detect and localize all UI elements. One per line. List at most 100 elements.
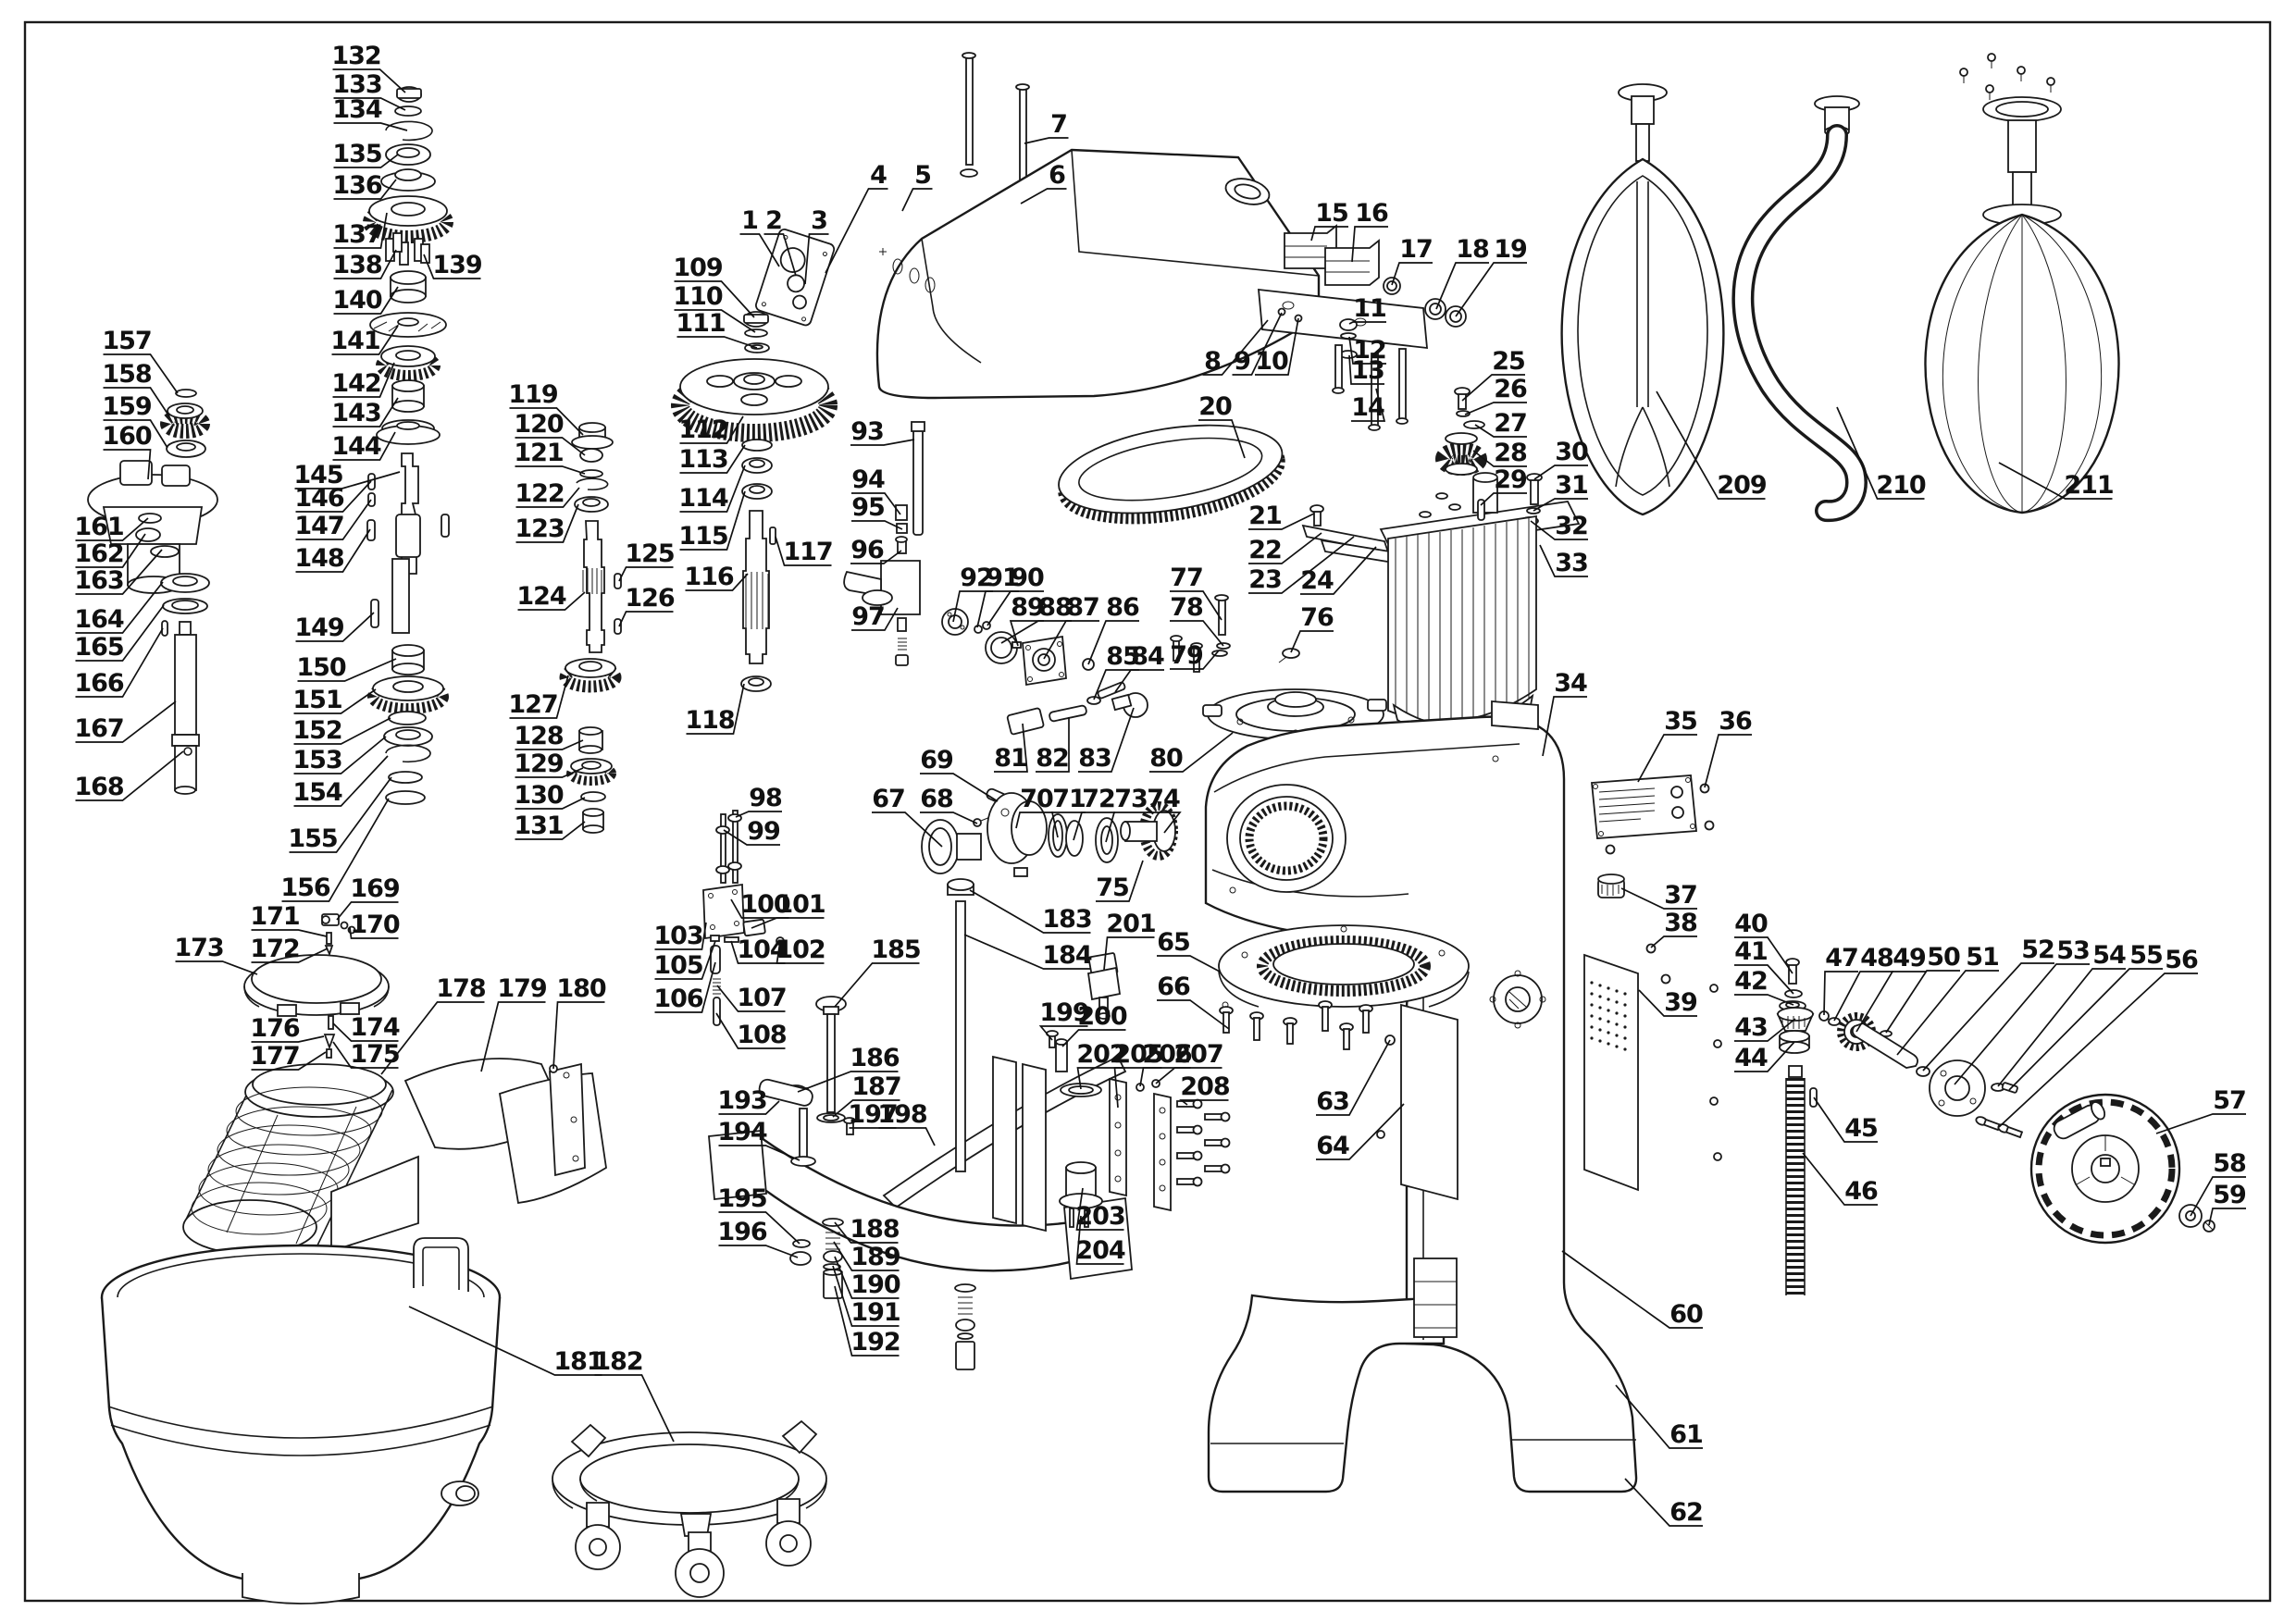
leader-line-175	[332, 1041, 399, 1069]
part-label-28: 28	[1494, 439, 1527, 467]
leader-line-72	[1073, 812, 1115, 841]
leader-line-135	[333, 154, 399, 168]
leader-line-50	[1885, 970, 1960, 1034]
leader-line-133	[333, 97, 406, 111]
leader-line-204	[1075, 1215, 1124, 1265]
leader-line-190	[834, 1256, 900, 1299]
leader-line-184	[963, 934, 1091, 970]
part-label-202: 202	[1076, 1040, 1125, 1069]
leader-line-93	[850, 439, 915, 446]
part-label-40: 40	[1734, 910, 1768, 938]
leader-line-48	[1833, 971, 1893, 1022]
motor-assembly-drawing	[1170, 387, 1581, 740]
leader-line-73	[1105, 812, 1148, 843]
leader-line-179	[480, 1001, 546, 1072]
part-label-178: 178	[436, 974, 486, 1003]
leader-line-18	[1435, 262, 1489, 310]
part-label-18: 18	[1456, 235, 1489, 264]
part-label-185: 185	[871, 935, 920, 964]
leader-line-20	[1198, 419, 1246, 459]
leader-line-83	[1078, 707, 1135, 773]
leader-line-152	[293, 717, 391, 745]
leader-line-177	[251, 1051, 327, 1071]
part-label-69: 69	[920, 746, 953, 774]
leader-line-126	[618, 611, 674, 627]
leader-line-103	[654, 922, 707, 950]
part-label-173: 173	[174, 934, 223, 962]
part-label-149: 149	[294, 613, 344, 642]
bowl-dolly-drawing	[552, 1419, 827, 1598]
part-label-100: 100	[740, 890, 790, 919]
leader-line-195	[718, 1211, 800, 1245]
leader-line-161	[75, 517, 149, 541]
part-label-22: 22	[1248, 536, 1282, 564]
leader-line-180	[552, 1001, 605, 1070]
part-label-141: 141	[330, 327, 379, 355]
leader-line-62	[1624, 1478, 1703, 1527]
leader-line-30	[1533, 465, 1588, 480]
leader-line-129	[515, 767, 584, 778]
leader-line-35	[1637, 734, 1697, 783]
leader-line-147	[295, 499, 372, 540]
part-label-117: 117	[783, 538, 832, 566]
leader-line-139	[423, 254, 481, 279]
leader-line-203	[1075, 1187, 1124, 1231]
ring-gear-screws	[1219, 1000, 1373, 1050]
part-label-23: 23	[1248, 565, 1282, 594]
leader-line-167	[75, 700, 177, 743]
leader-line-209	[1656, 390, 1766, 500]
part-label-187: 187	[851, 1072, 900, 1101]
part-label-143: 143	[331, 399, 380, 427]
part-label-74: 74	[1147, 785, 1180, 813]
leader-line-185	[834, 962, 920, 1008]
leader-line-201	[1103, 936, 1155, 971]
leader-line-138	[333, 249, 397, 279]
part-label-169: 169	[350, 874, 400, 903]
leader-line-97	[851, 607, 899, 631]
part-label-126: 126	[625, 584, 675, 613]
part-label-207: 207	[1173, 1040, 1222, 1069]
leader-line-38	[1650, 935, 1697, 948]
leader-line-95	[851, 520, 903, 530]
part-label-121: 121	[514, 439, 563, 467]
part-label-89: 89	[1011, 593, 1044, 622]
part-label-30: 30	[1555, 438, 1588, 466]
leader-line-36	[1704, 734, 1752, 788]
part-label-76: 76	[1300, 603, 1334, 632]
part-label-16: 16	[1355, 199, 1388, 228]
part-label-41: 41	[1734, 937, 1768, 966]
leader-line-39	[1638, 989, 1697, 1017]
leader-line-110	[674, 309, 756, 333]
leader-line-64	[1316, 1103, 1405, 1160]
leader-line-193	[718, 1100, 780, 1115]
leader-line-56	[1998, 973, 2198, 1128]
leader-line-44	[1734, 1041, 1795, 1072]
leader-line-159	[103, 419, 168, 449]
part-label-37: 37	[1664, 881, 1697, 910]
part-label-52: 52	[2021, 935, 2054, 964]
leader-line-168	[75, 750, 184, 801]
part-label-127: 127	[508, 690, 557, 719]
leader-line-200	[1061, 1029, 1126, 1047]
leader-line-151	[293, 688, 377, 714]
part-label-96: 96	[850, 536, 884, 564]
leader-line-23	[1248, 536, 1355, 594]
leader-line-55	[2008, 968, 2163, 1091]
leader-line-134	[333, 122, 408, 131]
part-label-175: 175	[350, 1040, 399, 1069]
part-label-13: 13	[1351, 356, 1384, 385]
part-label-49: 49	[1893, 944, 1926, 973]
top-cover-drawing	[755, 52, 1321, 400]
leader-line-15	[1310, 226, 1348, 242]
part-label-71: 71	[1052, 785, 1086, 813]
leader-line-69	[920, 773, 999, 802]
leader-line-40	[1734, 936, 1793, 974]
leader-line-170	[349, 926, 399, 939]
part-label-177: 177	[250, 1042, 299, 1071]
part-label-140: 140	[332, 286, 382, 315]
part-label-111: 111	[676, 309, 725, 338]
leader-line-12	[1348, 336, 1386, 365]
leader-line-131	[515, 821, 586, 840]
